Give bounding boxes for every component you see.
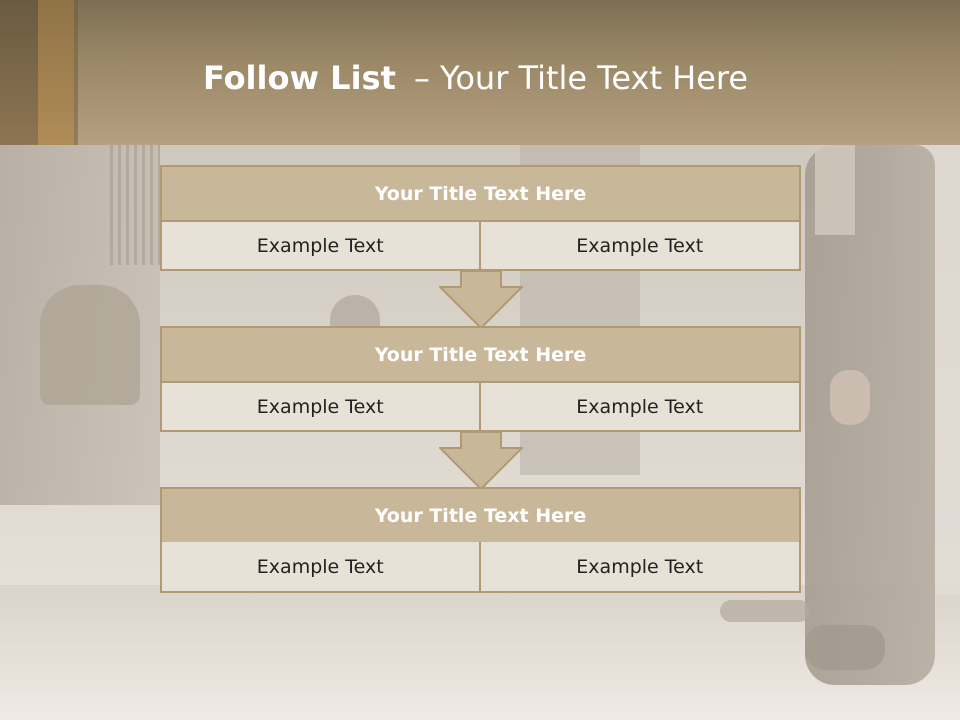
photo-window-grid: [110, 145, 160, 265]
step-row: Example Text Example Text: [160, 222, 801, 271]
step-box-1: Your Title Text Here Example Text Exampl…: [160, 165, 801, 271]
step-title: Your Title Text Here: [160, 487, 801, 544]
step-cell-left: Example Text: [160, 222, 481, 271]
step-cell-left: Example Text: [160, 542, 481, 593]
step-row: Example Text Example Text: [160, 383, 801, 432]
photo-seated-person: [40, 285, 140, 405]
photo-man-shirt: [815, 145, 855, 235]
step-cell-right: Example Text: [480, 222, 801, 271]
step-cell-right: Example Text: [480, 542, 801, 593]
photo-standing-man: [805, 145, 935, 685]
photo-man-hand: [830, 370, 870, 425]
step-title: Your Title Text Here: [160, 326, 801, 383]
down-arrow-icon: [439, 432, 523, 490]
slide-title: Follow List – Your Title Text Here: [203, 56, 748, 100]
slide-title-rest: – Your Title Text Here: [413, 59, 749, 97]
down-arrow-icon: [439, 271, 523, 329]
header-stripe: [38, 0, 74, 145]
step-cell-left: Example Text: [160, 383, 481, 432]
step-row: Example Text Example Text: [160, 542, 801, 593]
step-box-2: Your Title Text Here Example Text Exampl…: [160, 326, 801, 432]
step-cell-right: Example Text: [480, 383, 801, 432]
photo-shoe: [805, 625, 885, 670]
photo-shoe-2: [720, 600, 810, 622]
step-title: Your Title Text Here: [160, 165, 801, 222]
header-stripe: [74, 0, 78, 145]
step-box-3: Your Title Text Here Example Text Exampl…: [160, 487, 801, 593]
slide-title-bold: Follow List: [203, 59, 396, 97]
header-band: [0, 0, 960, 145]
header-stripe: [0, 0, 38, 145]
